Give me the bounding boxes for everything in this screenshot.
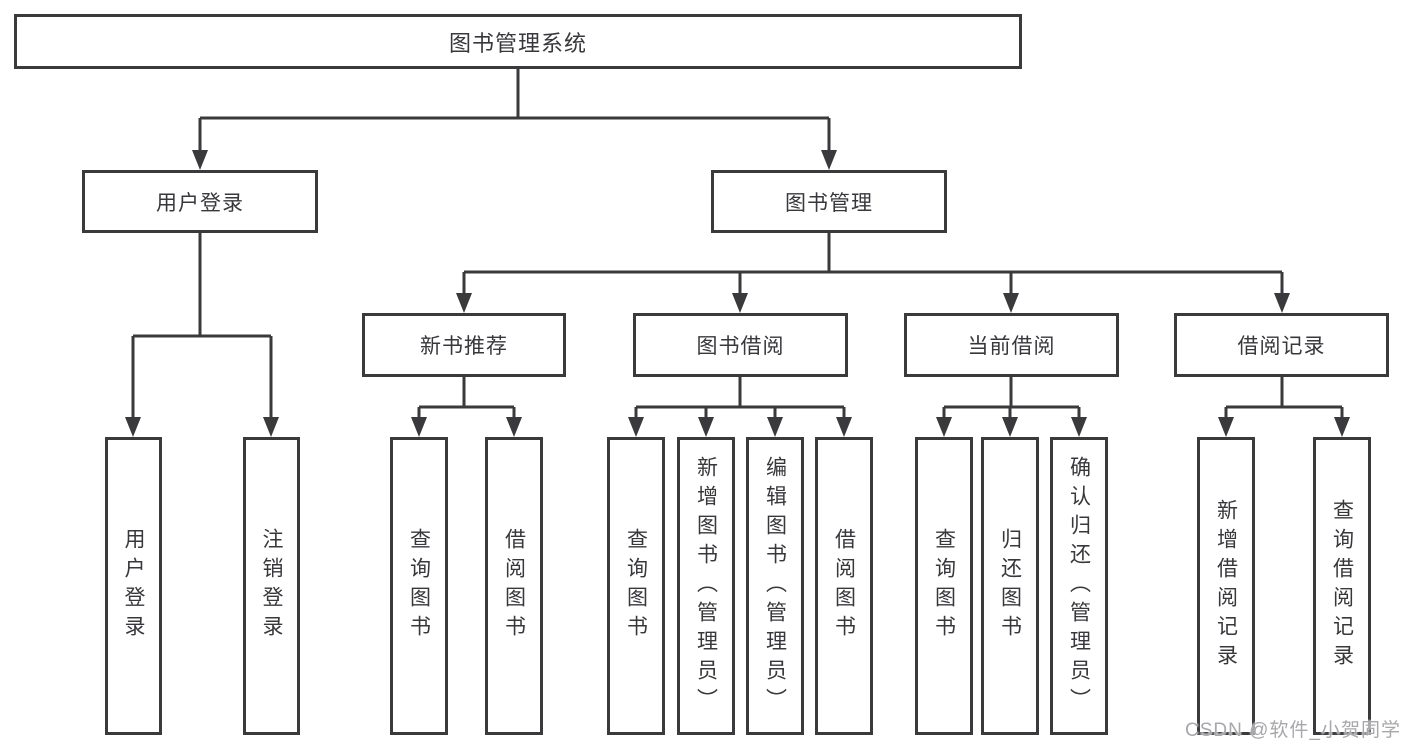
leaf-edit-books-admin: 编辑图书（管理员） [746,437,804,735]
node-book-borrow: 图书借阅 [633,313,848,377]
node-user-login: 用户登录 [82,170,318,233]
node-borrow-records-label: 借阅记录 [1237,335,1326,358]
leaf-add-borrow-record-label: 新增借阅记录 [1214,499,1238,673]
node-new-book-recommend: 新书推荐 [362,313,566,377]
node-current-borrow: 当前借阅 [904,313,1119,377]
node-book-management-label: 图书管理 [785,191,873,215]
leaf-query-books-2-label: 查询图书 [624,528,648,644]
node-user-login-label: 用户登录 [156,191,244,215]
leaf-query-books-2: 查询图书 [607,437,665,735]
arrowheads [125,150,1350,437]
leaf-borrow-books-1-label: 借阅图书 [502,528,526,644]
leaf-borrow-books-2: 借阅图书 [815,437,873,735]
connector-lines [131,69,1344,418]
leaf-query-books-3-label: 查询图书 [932,528,956,644]
leaf-add-borrow-record: 新增借阅记录 [1197,437,1255,735]
leaf-user-login-label: 用户登录 [122,528,145,644]
node-root-label: 图书管理系统 [448,30,587,56]
leaf-query-borrow-record: 查询借阅记录 [1313,437,1371,735]
leaf-logout: 注销登录 [243,437,300,735]
leaf-query-books-3: 查询图书 [915,437,973,735]
leaf-add-books-admin: 新增图书（管理员） [677,437,735,735]
leaf-query-books-1: 查询图书 [390,437,448,735]
leaf-borrow-books-1: 借阅图书 [485,437,543,735]
leaf-query-books-1-label: 查询图书 [407,528,431,644]
leaf-confirm-return-admin-label: 确认归还（管理员） [1067,455,1091,717]
node-new-book-recommend-label: 新书推荐 [420,335,508,358]
leaf-return-books: 归还图书 [981,437,1039,735]
leaf-add-books-admin-label: 新增图书（管理员） [694,455,718,717]
leaf-return-books-label: 归还图书 [998,528,1022,644]
node-current-borrow-label: 当前借阅 [967,335,1056,358]
node-book-borrow-label: 图书借阅 [696,335,785,358]
leaf-user-login: 用户登录 [105,437,162,735]
leaf-edit-books-admin-label: 编辑图书（管理员） [763,455,787,717]
leaf-borrow-books-2-label: 借阅图书 [832,528,856,644]
node-book-management: 图书管理 [711,170,947,233]
leaf-confirm-return-admin: 确认归还（管理员） [1050,437,1108,735]
leaf-query-borrow-record-label: 查询借阅记录 [1330,499,1354,673]
watermark-text: CSDN @软件_小贺同学 [1185,720,1401,741]
node-borrow-records: 借阅记录 [1174,313,1389,377]
node-root: 图书管理系统 [14,14,1022,69]
leaf-logout-label: 注销登录 [260,528,283,644]
